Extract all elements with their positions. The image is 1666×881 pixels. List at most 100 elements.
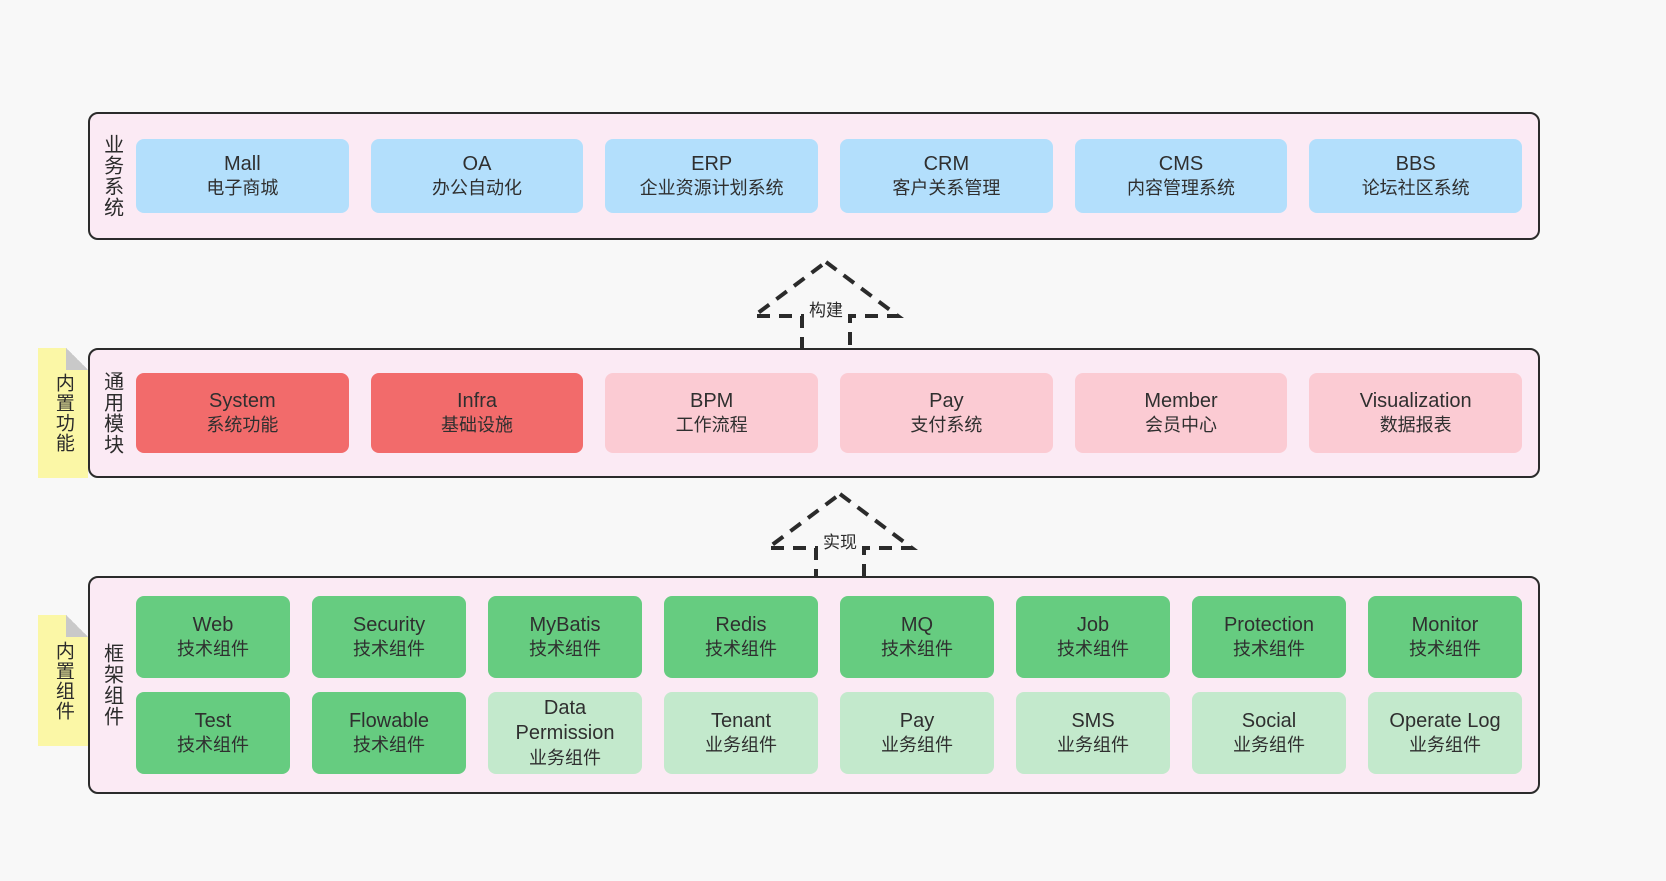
card-title-cn: 业务组件 xyxy=(1233,735,1305,756)
card-title-en: Test xyxy=(194,709,232,732)
card-title-en: CMS xyxy=(1158,152,1204,175)
card-oa[interactable]: OA 办公自动化 xyxy=(370,139,584,213)
card-social[interactable]: Social 业务组件 xyxy=(1192,692,1346,774)
card-mybatis[interactable]: MyBatis 技术组件 xyxy=(488,596,642,678)
card-title-en: MQ xyxy=(900,613,934,636)
card-title-cn: 技术组件 xyxy=(1057,639,1129,660)
card-job[interactable]: Job 技术组件 xyxy=(1016,596,1170,678)
card-title-en: Operate Log xyxy=(1389,709,1501,732)
card-redis[interactable]: Redis 技术组件 xyxy=(664,596,818,678)
card-title-cn: 支付系统 xyxy=(910,415,983,436)
card-title-cn: 内容管理系统 xyxy=(1127,178,1236,199)
card-security[interactable]: Security 技术组件 xyxy=(312,596,466,678)
card-title-en: Pay xyxy=(899,709,935,732)
card-title-en: Flowable xyxy=(348,709,430,732)
card-web[interactable]: Web 技术组件 xyxy=(136,596,290,678)
card-title-cn: 业务组件 xyxy=(1057,735,1129,756)
card-protection[interactable]: Protection 技术组件 xyxy=(1192,596,1346,678)
card-title-cn: 数据报表 xyxy=(1379,415,1452,436)
card-title-en: Data Permission xyxy=(515,696,615,745)
card-pay-module[interactable]: Pay 支付系统 xyxy=(840,373,1053,453)
card-tenant[interactable]: Tenant 业务组件 xyxy=(664,692,818,774)
section-body-framework: Web 技术组件 Security 技术组件 MyBatis 技术组件 Redi… xyxy=(132,578,1538,792)
section-common-modules: 通用模块 System 系统功能 Infra 基础设施 BPM 工作流程 Pay… xyxy=(88,348,1540,478)
card-title-en: ERP xyxy=(691,152,733,175)
card-title-cn: 技术组件 xyxy=(353,735,425,756)
card-title-en: Web xyxy=(192,613,234,636)
card-system[interactable]: System 系统功能 xyxy=(136,373,349,453)
card-title-en: Pay xyxy=(929,389,964,412)
card-title-cn: 办公自动化 xyxy=(432,178,522,199)
card-title-en: Redis xyxy=(715,613,767,636)
card-title-cn: 论坛社区系统 xyxy=(1361,178,1470,199)
card-title-cn: 电子商城 xyxy=(206,178,279,199)
card-infra[interactable]: Infra 基础设施 xyxy=(370,373,584,453)
card-title-en: SMS xyxy=(1071,709,1115,732)
connector-build-arrow: 构建 xyxy=(746,258,906,354)
card-row: Web 技术组件 Security 技术组件 MyBatis 技术组件 Redi… xyxy=(136,596,1522,678)
card-title-cn: 技术组件 xyxy=(353,639,425,660)
card-title-en: MyBatis xyxy=(529,613,601,636)
card-title-cn: 技术组件 xyxy=(529,639,601,660)
section-title-framework: 框架组件 xyxy=(100,643,123,727)
card-title-cn: 技术组件 xyxy=(881,639,953,660)
section-body-business: Mall 电子商城 OA 办公自动化 ERP 企业资源计划系统 CRM 客户关系… xyxy=(132,114,1538,238)
card-title-cn: 工作流程 xyxy=(675,415,748,436)
card-pay-component[interactable]: Pay 业务组件 xyxy=(840,692,994,774)
card-title-cn: 企业资源计划系统 xyxy=(639,178,784,199)
card-erp[interactable]: ERP 企业资源计划系统 xyxy=(605,139,819,213)
card-title-cn: 技术组件 xyxy=(1233,639,1305,660)
sticky-note-builtin-features: 内置功能 xyxy=(38,348,88,478)
card-bbs[interactable]: BBS 论坛社区系统 xyxy=(1309,139,1523,213)
card-test[interactable]: Test 技术组件 xyxy=(136,692,290,774)
card-title-en: Security xyxy=(352,613,426,636)
card-title-en: CRM xyxy=(923,152,970,175)
card-title-en: System xyxy=(208,389,276,412)
card-title-cn: 基础设施 xyxy=(441,415,513,436)
card-title-cn: 业务组件 xyxy=(705,735,777,756)
card-title-cn: 业务组件 xyxy=(1409,735,1481,756)
card-title-en: Protection xyxy=(1223,613,1315,636)
card-title-en: BPM xyxy=(690,389,734,412)
card-title-cn: 技术组件 xyxy=(177,639,249,660)
section-business-systems: 业务系统 Mall 电子商城 OA 办公自动化 ERP 企业资源计划系统 CRM… xyxy=(88,112,1540,240)
card-title-en: OA xyxy=(462,152,492,175)
card-title-en: Tenant xyxy=(710,709,772,732)
card-row: Test 技术组件 Flowable 技术组件 Data Permission … xyxy=(136,692,1522,774)
connector-implement-arrow: 实现 xyxy=(760,490,920,586)
card-visualization[interactable]: Visualization 数据报表 xyxy=(1309,373,1523,453)
card-title-en: BBS xyxy=(1395,152,1436,175)
card-title-cn: 业务组件 xyxy=(529,748,601,769)
card-monitor[interactable]: Monitor 技术组件 xyxy=(1368,596,1522,678)
card-title-en: Social xyxy=(1241,709,1297,732)
section-title-modules: 通用模块 xyxy=(100,371,123,455)
card-mq[interactable]: MQ 技术组件 xyxy=(840,596,994,678)
sticky-note-builtin-components: 内置组件 xyxy=(38,615,88,746)
card-title-cn: 业务组件 xyxy=(881,735,953,756)
card-title-en: Job xyxy=(1076,613,1110,636)
sticky-note-label: 内置组件 xyxy=(52,640,74,721)
card-title-en: Infra xyxy=(456,389,498,412)
card-title-en: Member xyxy=(1144,389,1218,412)
card-bpm[interactable]: BPM 工作流程 xyxy=(605,373,819,453)
card-crm[interactable]: CRM 客户关系管理 xyxy=(840,139,1053,213)
card-title-cn: 会员中心 xyxy=(1145,415,1218,436)
card-title-cn: 技术组件 xyxy=(177,735,249,756)
section-title-business: 业务系统 xyxy=(100,134,123,218)
section-framework-components: 框架组件 Web 技术组件 Security 技术组件 MyBatis 技术组件… xyxy=(88,576,1540,794)
card-mall[interactable]: Mall 电子商城 xyxy=(136,139,349,213)
card-member[interactable]: Member 会员中心 xyxy=(1074,373,1288,453)
card-title-en: Mall xyxy=(224,152,261,175)
card-sms[interactable]: SMS 业务组件 xyxy=(1016,692,1170,774)
card-title-en: Visualization xyxy=(1359,389,1472,412)
card-flowable[interactable]: Flowable 技术组件 xyxy=(312,692,466,774)
card-data-permission[interactable]: Data Permission 业务组件 xyxy=(488,692,642,774)
card-title-cn: 技术组件 xyxy=(1409,639,1481,660)
card-row: System 系统功能 Infra 基础设施 BPM 工作流程 Pay 支付系统… xyxy=(136,373,1523,453)
sticky-note-label: 内置功能 xyxy=(52,373,74,453)
card-cms[interactable]: CMS 内容管理系统 xyxy=(1074,139,1288,213)
card-title-en: Monitor xyxy=(1411,613,1479,636)
card-title-cn: 客户关系管理 xyxy=(892,178,1001,199)
card-operate-log[interactable]: Operate Log 业务组件 xyxy=(1368,692,1522,774)
card-title-cn: 技术组件 xyxy=(705,639,777,660)
